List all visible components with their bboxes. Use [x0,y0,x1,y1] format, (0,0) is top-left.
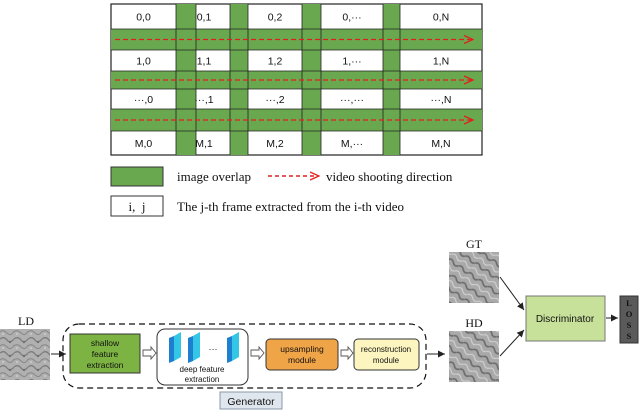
cell-label-r1-c0: 1,0 [136,56,151,68]
gt-to-discriminator-arrow [499,276,525,311]
cell-label-r1-c2: 1,2 [268,56,283,68]
cell-label-r1-c4: 1,N [433,56,449,68]
cell-labels: 0,0 0,1 0,2 0,··· 0,N 1,0 1,1 1,2 1,··· 1,N ···,0 ·… [134,12,452,151]
shallow-feature-block [69,333,141,374]
generator-container [62,323,427,389]
loss-block [619,295,639,344]
cell-label-r2-c2: ···,2 [265,94,284,106]
cell-label-r0-c2: 0,2 [268,12,283,24]
gt-label: GT [466,237,483,251]
cube-2-side [193,332,200,361]
deep-to-upsampling-arrow [250,345,265,361]
overlap-rows [111,29,482,131]
feature-cube-2 [188,332,200,363]
ld-label: LD [18,314,34,328]
deep-label-1: deep feature [180,365,225,374]
discriminator-label: Discriminator [536,314,595,325]
cell-label-r2-c0: ···,0 [134,94,153,106]
discriminator-block [525,295,606,342]
upsampling-label-2: module [288,355,316,365]
cell-label-r3-c3: M,··· [341,138,363,150]
reconstruction-label-1: reconstruction [361,345,411,354]
upsampling-block [265,338,339,371]
cell-label-r2-c1: ···,1 [194,94,213,106]
upsampling-to-reconstruction-arrow [340,345,354,361]
reconstruction-block [353,338,420,371]
cell-label-r0-c4: 0,N [433,12,449,24]
feature-cube-3 [227,332,239,363]
hd-label: HD [465,316,483,330]
generator-tag [219,391,283,410]
cell-label-r1-c3: 1,··· [342,56,361,68]
cell-label-r0-c3: 0,··· [342,12,361,24]
generator-label: Generator [227,396,275,408]
shallow-label-3: extraction [87,360,124,370]
loss-letter-o: O [626,309,633,319]
direction-arrows [115,40,472,121]
cube-1-face [169,336,174,363]
cube-2-face [188,336,193,363]
overlap-row-3 [111,109,482,131]
legend-overlap-swatch [110,166,164,187]
cube-1-side [174,332,181,361]
legend-overlap-label: image overlap [177,169,251,184]
legend-frame-sample: i, j [129,199,146,214]
cell-label-r3-c0: M,0 [135,138,153,150]
ld-image [0,329,50,380]
gt-image [449,252,499,303]
frame-grid: 0,0 0,1 0,2 0,··· 0,N 1,0 1,1 1,2 1,··· 1,N ···,0 ·… [110,3,483,156]
overlap-row-1 [111,29,482,50]
legend-frame-swatch [110,195,164,217]
shallow-label-1: shallow [91,338,120,348]
srgan-pipeline: LD shallow feature extraction ··· deep f… [0,237,639,410]
deep-dots: ··· [209,344,218,354]
cell-label-r1-c1: 1,1 [197,56,212,68]
cube-3-side [232,332,239,361]
hd-image [449,331,499,382]
upsampling-label-1: upsampling [280,344,324,354]
cell-label-r0-c1: 0,1 [197,12,212,24]
cell-label-r2-c4: ···,N [431,94,452,106]
cell-label-r3-c1: M,1 [195,138,213,150]
shallow-to-deep-arrow [142,345,157,361]
legend-direction-label: video shooting direction [326,169,453,184]
feature-cube-1 [169,332,181,363]
overlap-row-2 [111,71,482,89]
reconstruction-label-2: module [373,356,400,365]
cell-label-r2-c3: ···,··· [340,94,364,106]
cube-3-face [227,336,232,363]
hd-to-discriminator-arrow [499,329,525,357]
cell-label-r3-c4: M,N [431,138,450,150]
legend-frame-label: The j-th frame extracted from the i-th v… [177,199,404,214]
loss-letter-s2: S [627,331,632,341]
deep-label-2: extraction [185,375,220,384]
cell-label-r0-c0: 0,0 [136,12,151,24]
loss-letter-l: L [626,298,632,308]
shallow-label-2: feature [92,349,119,359]
cell-label-r3-c2: M,2 [266,138,284,150]
loss-letter-s1: S [627,320,632,330]
legend: image overlap video shooting direction i… [110,166,453,217]
